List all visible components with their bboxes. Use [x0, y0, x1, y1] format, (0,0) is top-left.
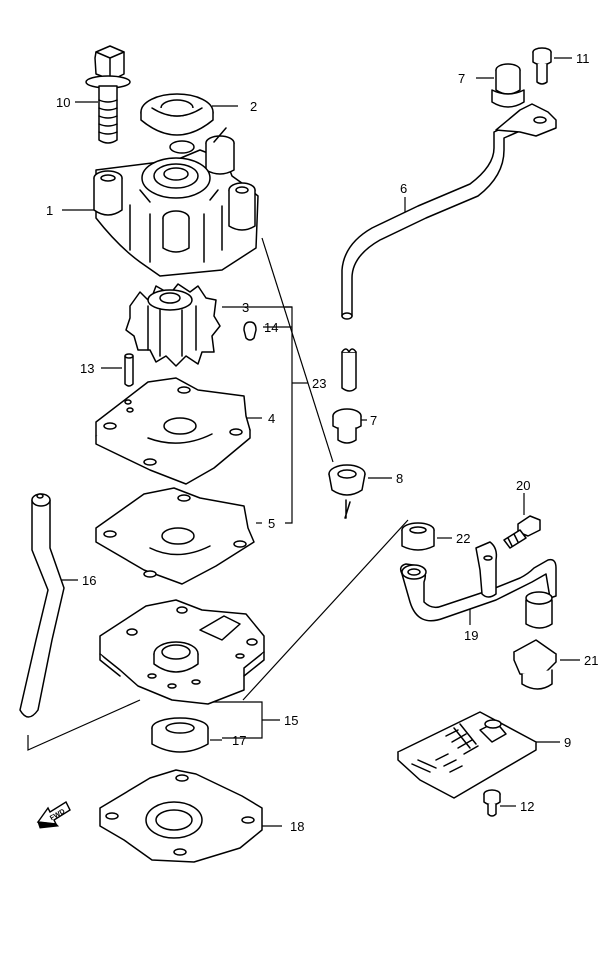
part-7-grommet-top	[491, 63, 525, 108]
part-9-plate	[397, 711, 537, 799]
callout-2: 2	[250, 99, 257, 114]
callout-7-top: 7	[458, 71, 465, 86]
callout-22: 22	[456, 531, 470, 546]
part-2-seal	[140, 93, 214, 136]
part-22-collar	[401, 522, 435, 551]
part-5-gasket	[95, 487, 255, 585]
part-21-grommet	[513, 639, 557, 690]
part-6-tube	[341, 103, 557, 320]
callout-9: 9	[564, 735, 571, 750]
callout-8: 8	[396, 471, 403, 486]
part-9-hatch	[435, 723, 479, 773]
part-20-bolt	[503, 515, 541, 549]
callout-15: 15	[284, 713, 298, 728]
part-14-key	[243, 321, 257, 341]
callout-19: 19	[464, 628, 478, 643]
callout-12: 12	[520, 799, 534, 814]
callout-23: 23	[312, 376, 326, 391]
callout-10: 10	[56, 95, 70, 110]
callout-4: 4	[268, 411, 275, 426]
callout-20: 20	[516, 478, 530, 493]
part-19-water-tube	[399, 541, 557, 629]
part-11-screw	[532, 47, 552, 85]
part-7-grommet-middle	[332, 408, 362, 444]
part-16-hose	[19, 493, 65, 718]
callout-13: 13	[80, 361, 94, 376]
part-3-impeller	[125, 283, 221, 367]
callout-18: 18	[290, 819, 304, 834]
part-6-tube-end	[341, 348, 357, 392]
callout-11: 11	[576, 51, 590, 66]
callout-7-middle: 7	[370, 413, 377, 428]
leader-lines	[27, 57, 580, 827]
callout-16: 16	[82, 573, 96, 588]
part-1-pump-case	[93, 127, 259, 277]
part-10-bolt	[85, 45, 131, 144]
callout-5: 5	[268, 516, 275, 531]
callout-3: 3	[242, 300, 249, 315]
fwd-arrow: FWD	[36, 800, 71, 829]
part-15-lower-case	[99, 599, 265, 705]
callout-14: 14	[264, 320, 278, 335]
callout-6: 6	[400, 181, 407, 196]
part-17-oil-seal	[151, 717, 209, 753]
part-4-plate	[95, 377, 251, 485]
callout-21: 21	[584, 653, 598, 668]
callout-17: 17	[232, 733, 246, 748]
callout-labels: 1 2 3 4 5 6 7 7 8 9 10 11 12 13 14 15 16…	[46, 51, 598, 834]
part-18-gasket	[99, 769, 263, 863]
part-13-pin	[124, 353, 134, 387]
part-8-grommet	[328, 464, 366, 519]
callout-1: 1	[46, 203, 53, 218]
part-12-screw	[483, 789, 501, 817]
